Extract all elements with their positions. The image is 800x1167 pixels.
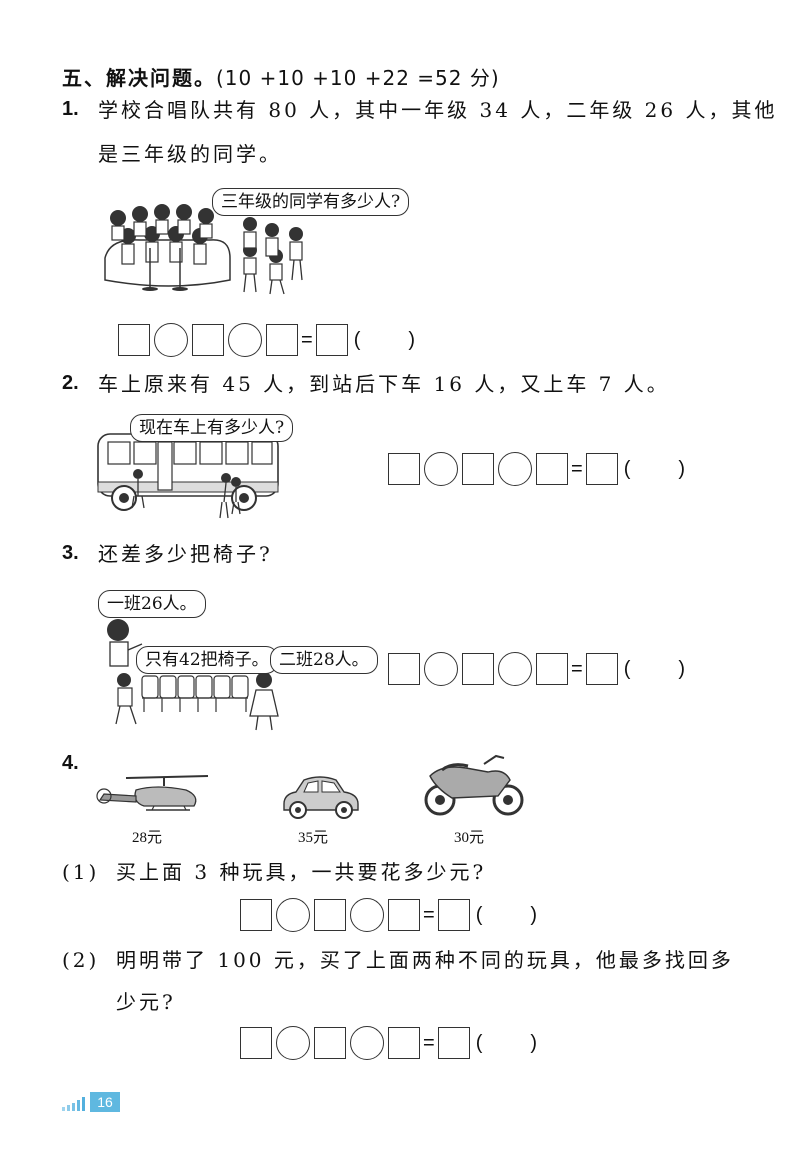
operator-circle[interactable] — [498, 652, 532, 686]
q4-sub1-text: 买上面 3 种玩具，一共要花多少元? — [116, 860, 487, 884]
motorcycle-icon — [424, 754, 524, 816]
result-box[interactable] — [585, 453, 618, 485]
answer-box[interactable] — [388, 653, 420, 685]
answer-box[interactable] — [240, 1027, 272, 1059]
unit-blank[interactable]: () — [623, 457, 686, 480]
result-box[interactable] — [585, 653, 618, 685]
unit-blank[interactable]: () — [475, 1031, 538, 1054]
choir-illustration — [104, 204, 303, 295]
q1-text-line2: 是三年级的同学。 — [98, 142, 282, 166]
answer-box[interactable] — [266, 324, 298, 356]
unit-blank[interactable]: () — [475, 903, 538, 926]
q4-sub2-text-line2: 少元? — [116, 990, 176, 1014]
answer-box[interactable] — [118, 324, 150, 356]
q3-speech-bubble-class1: 一班26人。 — [98, 590, 206, 618]
section-heading: 五、解决问题。(10 +10 +10 +22 =52 分) — [62, 62, 500, 91]
operator-circle[interactable] — [424, 452, 458, 486]
q1-speech-bubble: 三年级的同学有多少人? — [212, 188, 410, 216]
q2-number: 2. — [62, 372, 79, 394]
q1-text-line1: 学校合唱队共有 80 人，其中一年级 34 人，二年级 26 人，其他 — [98, 98, 778, 122]
bus-illustration — [97, 433, 279, 519]
q2-equation: = () — [388, 452, 685, 486]
helicopter-icon — [96, 775, 209, 811]
signal-bars-icon — [62, 1097, 85, 1111]
chairs-illustration — [107, 619, 279, 731]
car-icon — [283, 776, 359, 819]
q4-sub2-equation: = () — [240, 1026, 537, 1060]
section-points: (10 +10 +10 +22 =52 分) — [216, 66, 500, 90]
q2-text: 车上原来有 45 人，到站后下车 16 人，又上车 7 人。 — [98, 372, 670, 396]
q1-equation: = () — [118, 323, 415, 357]
result-box[interactable] — [437, 899, 470, 931]
answer-box[interactable] — [314, 1027, 346, 1059]
helicopter-price: 28元 — [132, 830, 163, 846]
unit-blank[interactable]: () — [623, 657, 686, 680]
equals-sign: = — [301, 328, 313, 351]
q4-sub2-text-line1: 明明带了 100 元，买了上面两种不同的玩具，他最多找回多 — [116, 948, 734, 972]
answer-box[interactable] — [388, 1027, 420, 1059]
motorcycle-price: 30元 — [454, 830, 485, 846]
page-number: 16 — [90, 1092, 120, 1112]
q1-number: 1. — [62, 98, 79, 120]
q3-speech-bubble-chairs: 只有42把椅子。 — [136, 646, 278, 674]
answer-box[interactable] — [388, 899, 420, 931]
operator-circle[interactable] — [276, 898, 310, 932]
q2-speech-bubble: 现在车上有多少人? — [130, 414, 294, 442]
q4-sub1-label: (1) — [62, 860, 100, 884]
answer-box[interactable] — [192, 324, 224, 356]
q4-sub2-label: (2) — [62, 948, 100, 972]
section-title: 五、解决问题。 — [62, 66, 216, 90]
operator-circle[interactable] — [424, 652, 458, 686]
answer-box[interactable] — [240, 899, 272, 931]
operator-circle[interactable] — [498, 452, 532, 486]
operator-circle[interactable] — [276, 1026, 310, 1060]
q3-text: 还差多少把椅子? — [98, 542, 273, 566]
result-box[interactable] — [437, 1027, 470, 1059]
q3-equation: = () — [388, 652, 685, 686]
operator-circle[interactable] — [350, 898, 384, 932]
answer-box[interactable] — [462, 653, 494, 685]
equals-sign: = — [423, 1031, 435, 1054]
q3-speech-bubble-class2: 二班28人。 — [270, 646, 378, 674]
operator-circle[interactable] — [154, 323, 188, 357]
answer-box[interactable] — [462, 453, 494, 485]
result-box[interactable] — [315, 324, 348, 356]
answer-box[interactable] — [314, 899, 346, 931]
equals-sign: = — [423, 903, 435, 926]
answer-box[interactable] — [536, 453, 568, 485]
unit-blank[interactable]: () — [353, 328, 416, 351]
equals-sign: = — [571, 457, 583, 480]
car-price: 35元 — [298, 830, 329, 846]
q4-number: 4. — [62, 752, 79, 774]
q4-sub1-equation: = () — [240, 898, 537, 932]
equals-sign: = — [571, 657, 583, 680]
answer-box[interactable] — [388, 453, 420, 485]
operator-circle[interactable] — [228, 323, 262, 357]
operator-circle[interactable] — [350, 1026, 384, 1060]
q3-number: 3. — [62, 542, 79, 564]
answer-box[interactable] — [536, 653, 568, 685]
